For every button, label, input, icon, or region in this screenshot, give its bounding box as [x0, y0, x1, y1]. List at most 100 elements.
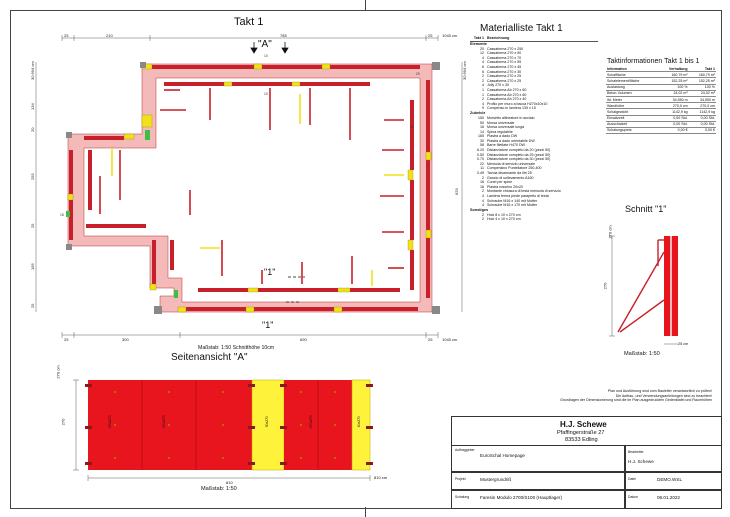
- schalung-value: Faresin Modulo 2700/S100 (Hauptlager): [480, 495, 562, 500]
- material-qty: 2: [482, 212, 484, 217]
- material-desc: Morsetto allineatore in acciaio: [487, 115, 535, 120]
- takt-info-cell: lfd. Meter: [606, 96, 658, 104]
- material-qty: 165: [478, 134, 484, 139]
- takt-info-cell: 24,02 m³: [657, 90, 689, 97]
- dim-bottom-2: 300: [122, 337, 129, 342]
- material-qty: 11: [480, 166, 484, 171]
- material-qty: 4: [482, 101, 484, 106]
- takt-info-cell: 152,25 m²: [688, 77, 716, 85]
- material-qty: 16: [480, 184, 484, 189]
- material-qty: 58: [480, 143, 484, 148]
- takt-info-cell: 270,0 cm: [688, 102, 716, 110]
- material-desc: Cassaforma 270 x 30: [487, 69, 522, 74]
- material-desc: Holz 4 x 10 x 270 cm: [487, 217, 521, 222]
- material-qty: 2: [482, 189, 484, 194]
- plan-corners: [66, 62, 440, 314]
- cut-label-upper: "1": [264, 267, 276, 277]
- svg-text:25: 25: [30, 303, 35, 308]
- company-street: Pfaffingerstraße 27: [557, 430, 605, 436]
- svg-text:25: 25: [30, 223, 35, 228]
- bearbeiter-cell: Bearbeiter H.J. Schewe: [624, 445, 722, 473]
- material-qty: 2: [482, 78, 484, 83]
- plan-dimension-lines: [35, 35, 463, 338]
- takt-info-cell: Auslastung: [606, 84, 658, 91]
- material-desc: Tavola disarmante da litri 25: [487, 171, 532, 176]
- datum-cell: Datum 08.01.2022: [624, 489, 722, 509]
- material-qty: 9: [482, 106, 484, 111]
- material-desc: Compenso in lamiera 135 x 15: [487, 106, 536, 111]
- material-desc: Barre filettate H470 DW: [487, 143, 525, 148]
- material-desc: Cassaforma 270 x 45: [487, 64, 522, 69]
- svg-text:255: 255: [30, 173, 35, 180]
- material-qty: 16: [480, 180, 484, 185]
- material-qty: 6: [482, 69, 484, 74]
- material-desc: Distanziatore completo da 25 (pezzi 50): [487, 152, 551, 157]
- dim-right-side-top: 30 694 cm: [462, 61, 467, 80]
- section-height-label: 270: [602, 282, 608, 290]
- material-qty: 0.70: [477, 157, 484, 162]
- material-section-heading: Sonstiges: [470, 207, 489, 212]
- view-arrow-a: [250, 42, 289, 54]
- dim-top-1: 25: [64, 33, 69, 38]
- material-desc: Profilo per muro a bacca H270x10x10: [487, 101, 548, 106]
- material-desc: Cassaforma Ab 270 x 60: [487, 87, 527, 92]
- datei-value: DEMO.WSL: [657, 477, 683, 482]
- takt-info-cell: Ausschalzeit: [606, 121, 658, 128]
- plan-panels: [69, 65, 430, 311]
- datum-value: 08.01.2022: [657, 495, 680, 500]
- material-desc: Lamiera ferma piede parapetto di testa: [487, 194, 549, 198]
- side-view-title: Seitenansicht "A": [171, 352, 248, 363]
- takt-info-cell: Schalungspreis: [606, 127, 658, 135]
- drawing-sheet: [10, 10, 722, 509]
- svg-text:10: 10: [264, 92, 268, 96]
- takt-info-cell: 1142,9 kg: [688, 108, 716, 116]
- dim-top-2: 210: [106, 33, 113, 38]
- material-desc: Cassaforma 270 x 25: [487, 78, 522, 83]
- company-city: 83533 Edling: [565, 437, 598, 443]
- takt-info-cell: 0,00 Std.: [657, 115, 689, 122]
- takt-info-cell: 1142,9 kg: [657, 108, 689, 116]
- material-desc: Cassaforma Ab 270 x 60: [487, 92, 527, 97]
- material-qty: 22: [480, 161, 484, 166]
- takt-info-cell: 0,00 Std.: [688, 121, 716, 128]
- plan-green-pieces: [66, 130, 178, 298]
- material-qty: 30: [480, 138, 484, 143]
- material-qty: 4: [482, 60, 484, 65]
- dim-bottom-5: 25: [428, 337, 433, 342]
- material-qty: 150: [478, 115, 484, 120]
- sheet-center-tick: [365, 0, 366, 10]
- takt-info-cell: 0,00 €: [688, 127, 716, 135]
- material-desc: Morsa universale: [487, 120, 515, 125]
- plan-scale-text: Maßstab: 1:50 Schnitthöhe 10cm: [198, 345, 275, 351]
- material-qty: 1: [482, 87, 484, 92]
- takt-info-cell: 34,550 m: [657, 96, 689, 104]
- svg-text:134: 134: [30, 103, 35, 110]
